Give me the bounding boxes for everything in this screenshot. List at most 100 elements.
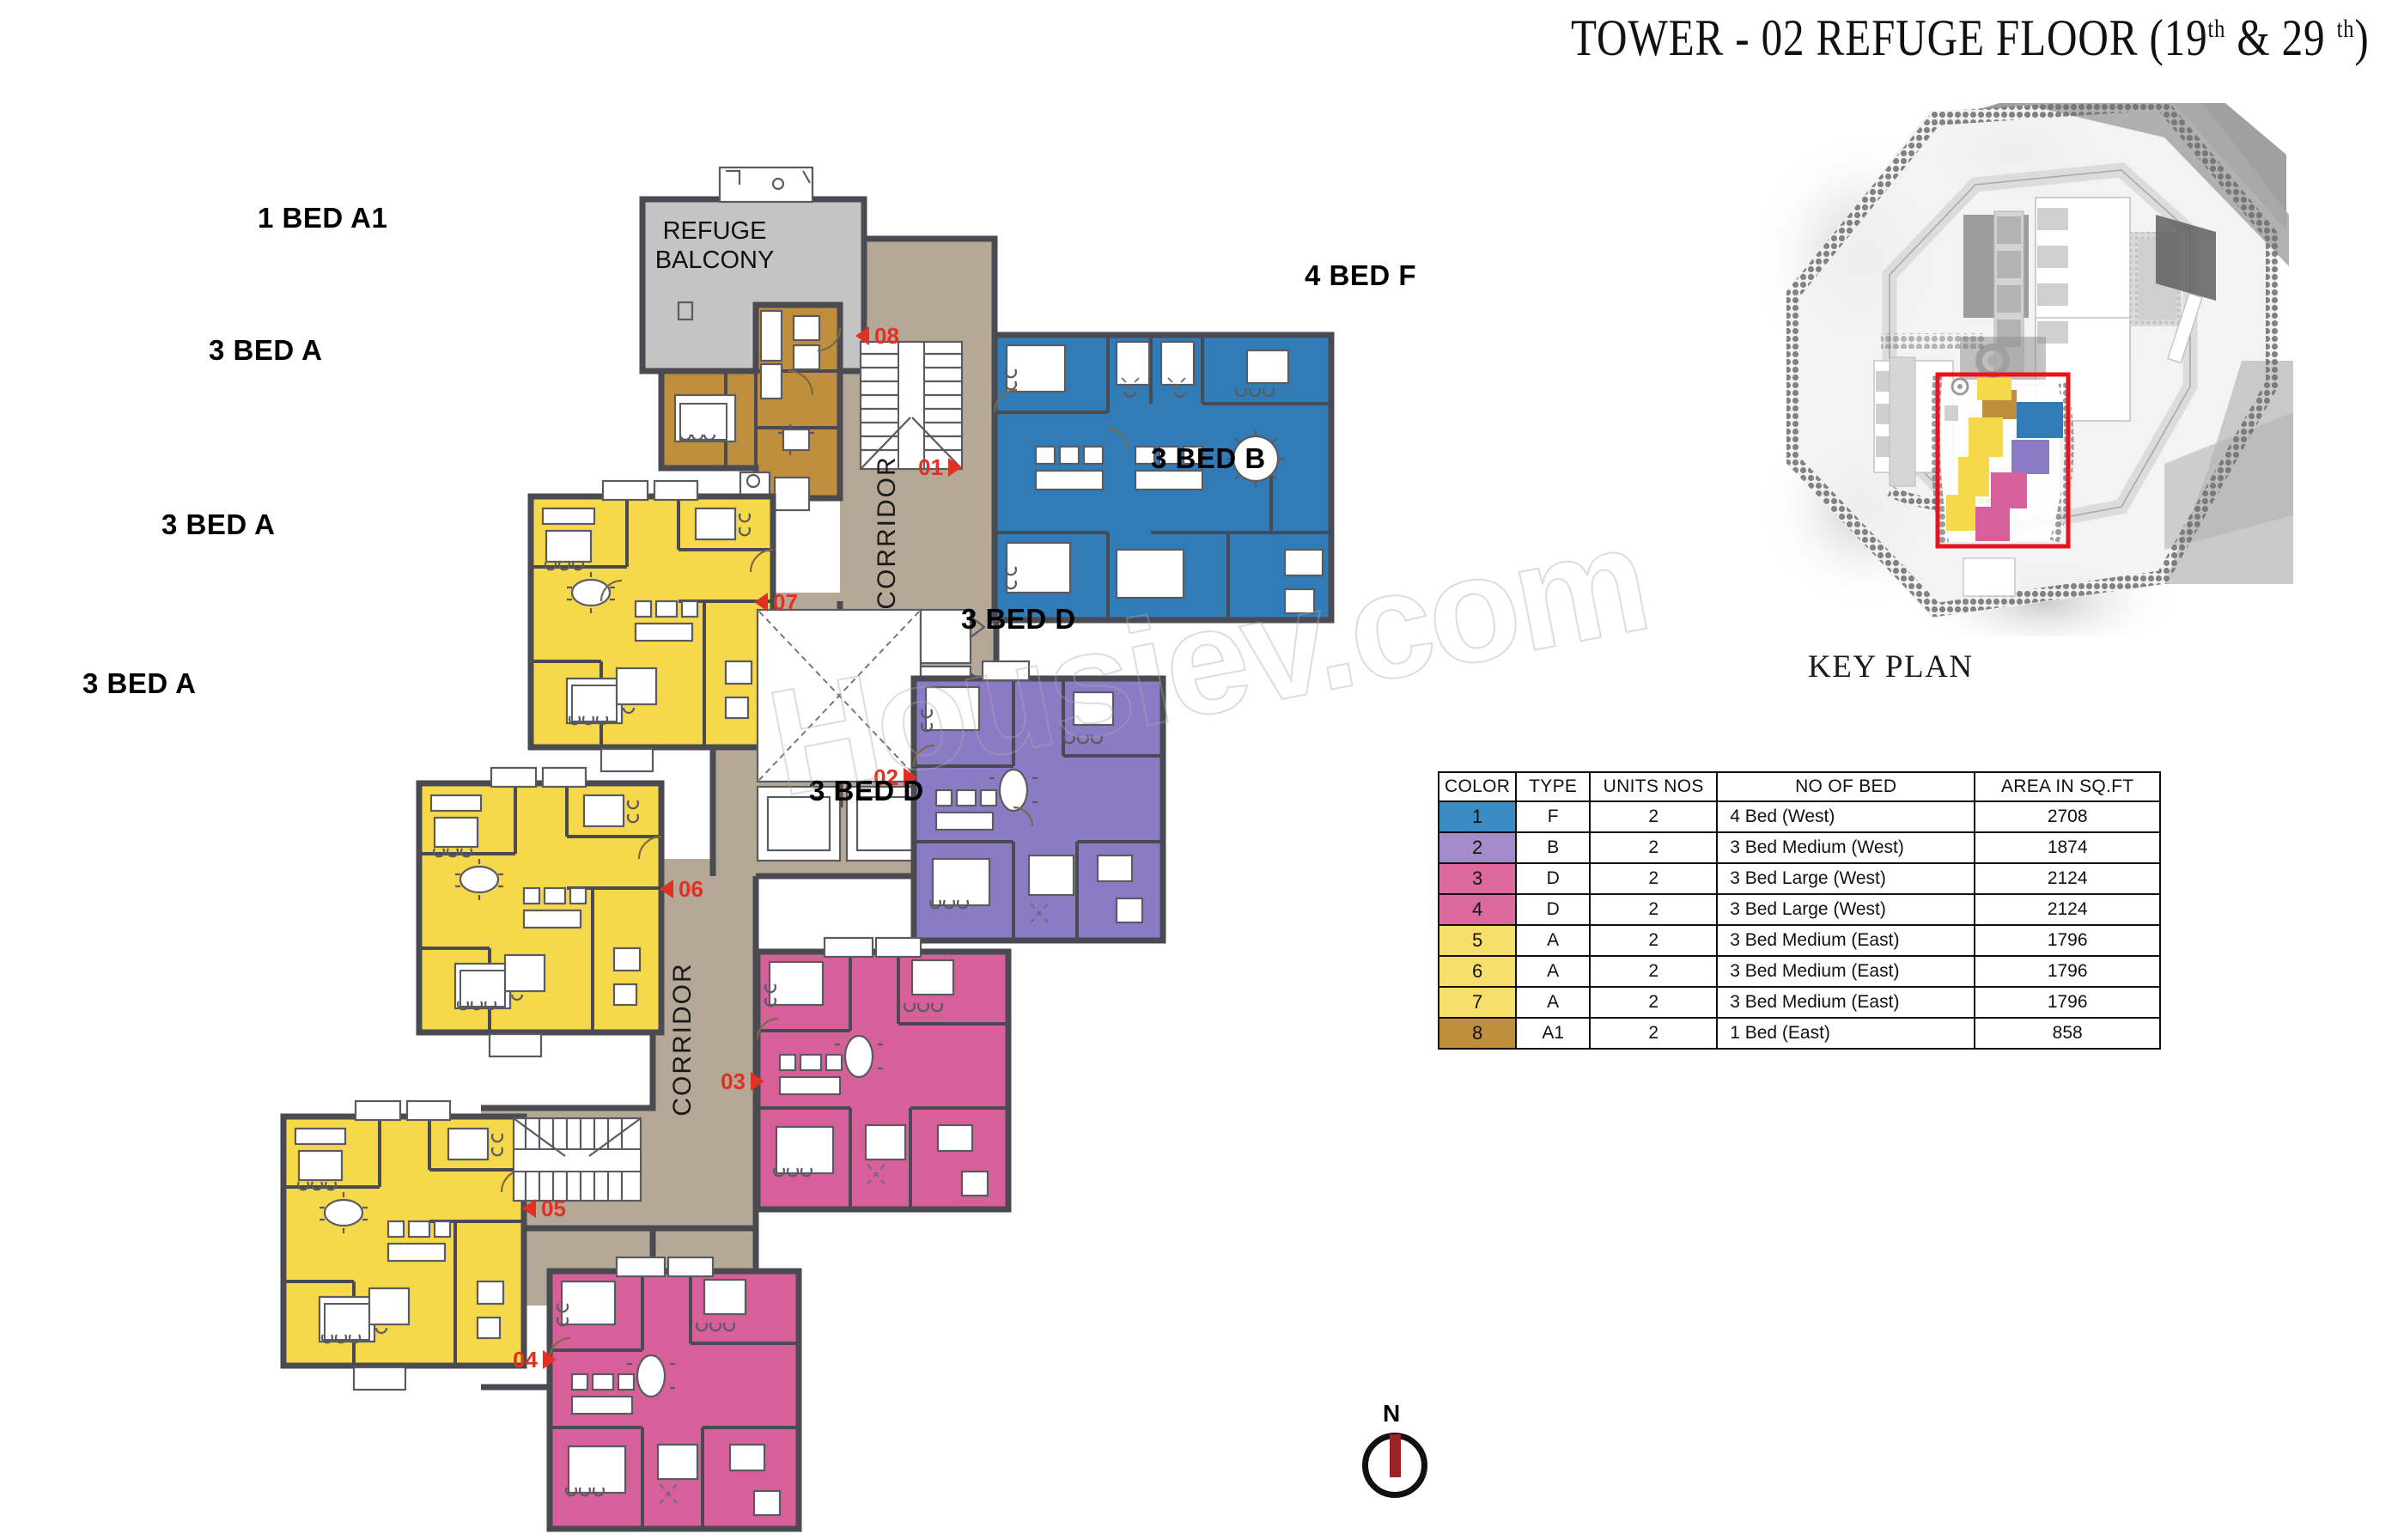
unit-3bed-a-07 (527, 479, 776, 773)
label-3-bed-a-07: 3 BED A (209, 334, 323, 366)
key-plan-tower-block (1930, 375, 2074, 545)
north-arrow: N (1347, 1400, 1450, 1531)
key-plan-image (1761, 103, 2293, 636)
corridor-label-upper: CORRIDOR (873, 455, 901, 609)
unit-marker-08: 08 (855, 323, 899, 349)
label-4-bed-f: 4 BED F (1305, 259, 1417, 291)
unit-marker-06-text: 06 (679, 876, 703, 902)
legend-units-cell: 2 (1589, 831, 1719, 864)
legend-header-units: UNITS NOS (1589, 771, 1719, 802)
unit-marker-05-text: 05 (541, 1196, 566, 1221)
legend-area-cell: 1874 (1974, 831, 2162, 864)
legend-units-cell: 2 (1589, 955, 1719, 988)
legend-area-cell: 858 (1974, 1017, 2162, 1050)
unit-marker-04: 04 (513, 1347, 557, 1373)
label-3-bed-a-06: 3 BED A (161, 508, 276, 540)
unit-4bed-f (991, 332, 1335, 624)
legend-units-cell: 2 (1589, 924, 1719, 957)
legend-header-type: TYPE (1515, 771, 1592, 802)
legend-type-cell: B (1515, 831, 1592, 864)
label-3-bed-a-05: 3 BED A (82, 667, 197, 699)
legend-type-cell: D (1515, 862, 1592, 895)
unit-marker-01-text: 01 (918, 454, 943, 480)
legend-type-cell: A1 (1515, 1017, 1592, 1050)
legend-type-cell: A (1515, 955, 1592, 988)
legend-color-swatch: 7 (1437, 986, 1518, 1019)
legend-beds-cell: 3 Bed Large (West) (1716, 862, 1976, 895)
legend-area-cell: 2124 (1974, 862, 2162, 895)
unit-marker-05: 05 (522, 1196, 566, 1221)
legend-beds-cell: 1 Bed (East) (1716, 1017, 1976, 1050)
unit-marker-06: 06 (660, 876, 703, 902)
key-plan-label: KEY PLAN (1808, 649, 1974, 685)
legend-header-beds: NO OF BED (1716, 771, 1976, 802)
legend-color-swatch: 2 (1437, 831, 1518, 864)
label-3-bed-d-03: 3 BED D (961, 603, 1076, 635)
legend-type-cell: A (1515, 986, 1592, 1019)
legend-type-cell: A (1515, 924, 1592, 957)
legend-type-cell: F (1515, 800, 1592, 833)
legend-header-area: AREA IN SQ.FT (1974, 771, 2162, 802)
legend-beds-cell: 3 Bed Medium (East) (1716, 924, 1976, 957)
legend-area-cell: 1796 (1974, 924, 2162, 957)
legend-units-cell: 2 (1589, 862, 1719, 895)
unit-3bed-a-06 (416, 766, 665, 1058)
legend-area-cell: 1796 (1974, 955, 2162, 988)
page-title: TOWER - 02 REFUGE FLOOR (19th & 29 th) (1571, 9, 2370, 68)
unit-marker-07: 07 (754, 589, 798, 615)
unit-marker-01: 01 (918, 454, 962, 480)
unit-marker-03-text: 03 (721, 1068, 746, 1094)
refuge-balcony-label-1: REFUGE (663, 217, 767, 245)
elevator-core (756, 608, 986, 862)
north-arrow-label: N (1383, 1400, 1401, 1427)
page-title-mid: & 29 (2225, 9, 2338, 66)
unit-3bed-a-05 (280, 1099, 527, 1391)
page-title-end: ) (2354, 9, 2370, 66)
legend-beds-cell: 4 Bed (West) (1716, 800, 1976, 833)
corridor-label-lower: CORRIDOR (668, 962, 697, 1116)
legend-units-cell: 2 (1589, 1017, 1719, 1050)
key-plan-highlight-rect (1935, 372, 2071, 549)
legend-type-cell: D (1515, 893, 1592, 926)
unit-1bed-a1 (658, 301, 843, 512)
legend-beds-cell: 3 Bed Medium (East) (1716, 955, 1976, 988)
label-3-bed-d-04: 3 BED D (809, 775, 924, 807)
unit-3bed-d-04 (546, 1256, 802, 1532)
unit-marker-07-text: 07 (773, 589, 798, 615)
unit-marker-08-text: 08 (874, 323, 899, 349)
legend-beds-cell: 3 Bed Large (West) (1716, 893, 1976, 926)
floor-plan-drawing: .w { fill:none; stroke:#4a4a52; stroke-w… (280, 166, 1335, 1532)
north-arrow-needle (1390, 1434, 1401, 1477)
label-1-bed-a1: 1 BED A1 (258, 202, 388, 234)
page-title-sup-29: th (2337, 15, 2355, 43)
page-title-sup-19: th (2207, 15, 2226, 43)
refuge-balcony-label-2: BALCONY (655, 247, 775, 274)
legend-header-row: COLOR TYPE UNITS NOS NO OF BED AREA IN S… (1437, 771, 2162, 802)
unit-3bed-b-02 (910, 660, 1166, 944)
legend-units-cell: 2 (1589, 893, 1719, 926)
stair-lower (512, 1117, 642, 1202)
legend-color-swatch: 1 (1437, 800, 1518, 833)
legend-beds-cell: 3 Bed Medium (West) (1716, 831, 1976, 864)
unit-marker-04-text: 04 (513, 1347, 538, 1373)
legend-color-swatch: 5 (1437, 924, 1518, 957)
unit-legend-table: COLOR TYPE UNITS NOS NO OF BED AREA IN S… (1437, 771, 2162, 1050)
legend-color-swatch: 3 (1437, 862, 1518, 895)
legend-color-swatch: 8 (1437, 1017, 1518, 1050)
label-3-bed-b-02: 3 BED B (1151, 442, 1266, 474)
legend-area-cell: 2708 (1974, 800, 2162, 833)
stair-upper (859, 340, 964, 471)
legend-units-cell: 2 (1589, 800, 1719, 833)
page-title-main: TOWER - 02 REFUGE FLOOR (19 (1571, 9, 2208, 66)
legend-area-cell: 1796 (1974, 986, 2162, 1019)
legend-header-color: COLOR (1437, 771, 1518, 802)
unit-3bed-d-03 (754, 936, 1012, 1213)
